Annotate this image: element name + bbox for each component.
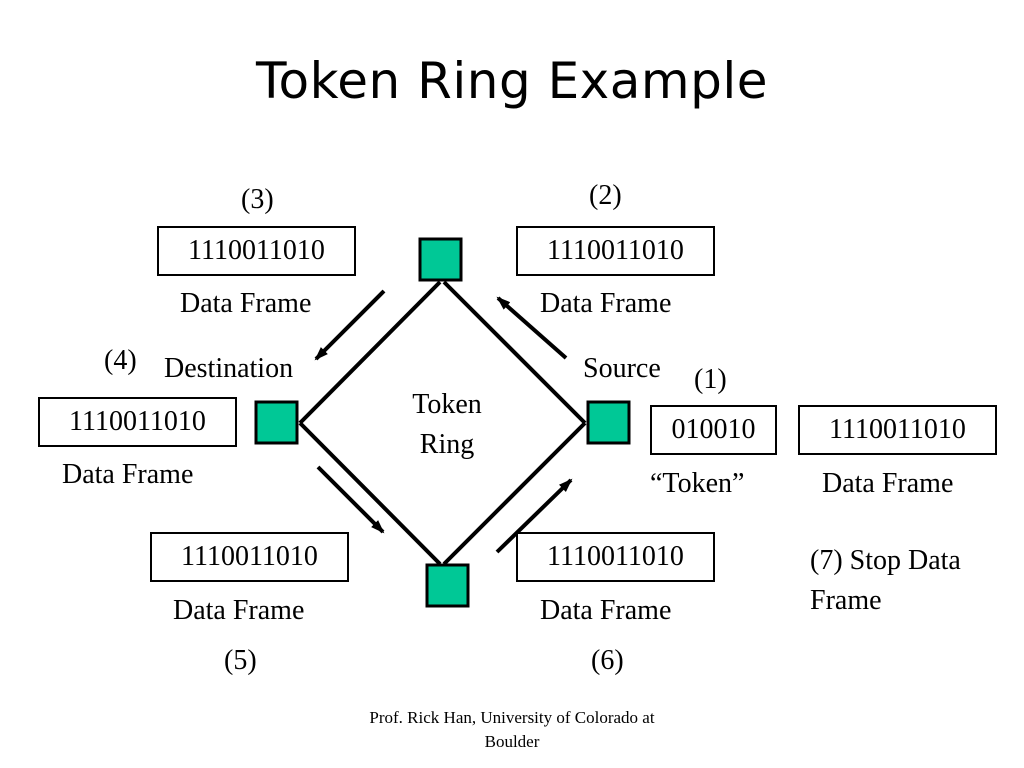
data-frame-box-4: 1110011010 [38,397,237,447]
step-5-label: (5) [224,645,257,676]
data-frame-caption-6: Data Frame [540,595,672,626]
station-destination [254,400,299,445]
ring-link-top-right [442,280,587,425]
step-7-line2: Frame [810,585,882,616]
step-2-label: (2) [589,180,622,211]
ring-link-top-left [298,280,442,425]
ring-label: Token Ring [392,385,502,465]
data-frame-box-5: 1110011010 [150,532,349,582]
slide-footer: Prof. Rick Han, University of Colorado a… [369,708,655,751]
ring-link-bottom-right [442,421,587,566]
step-4-label: (4) [104,345,137,376]
station-top [418,237,463,282]
station-source [586,400,631,445]
step-7-line1: (7) Stop Data [810,545,961,576]
step-6-label: (6) [591,645,624,676]
arrow-bottom-to-source [495,478,573,554]
data-frame-box-3: 1110011010 [157,226,356,276]
data-frame-box-2: 1110011010 [516,226,715,276]
destination-label: Destination [164,353,294,384]
source-label: Source [583,353,661,384]
arrow-top-to-destination [314,289,386,361]
data-frame-box-1: 1110011010 [798,405,997,455]
station-bottom [425,563,470,608]
data-frame-caption-1: Data Frame [822,468,954,499]
arrow-destination-to-bottom [316,465,385,534]
ring-link-bottom-left [298,421,442,566]
data-frame-caption-4: Data Frame [62,459,194,490]
data-frame-caption-2: Data Frame [540,288,672,319]
data-frame-caption-3: Data Frame [180,288,312,319]
ring-label-line1: Token [412,389,482,420]
token-box: 010010 [650,405,777,455]
arrow-source-to-top [496,296,568,360]
ring-label-line2: Ring [419,429,475,460]
step-7-note: (7) Stop Data Frame [810,541,1010,621]
step-3-label: (3) [241,184,274,215]
token-caption: “Token” [650,468,745,499]
slide-title: Token Ring Example [255,52,769,110]
data-frame-box-6: 1110011010 [516,532,715,582]
step-1-label: (1) [694,364,727,395]
data-frame-caption-5: Data Frame [173,595,305,626]
